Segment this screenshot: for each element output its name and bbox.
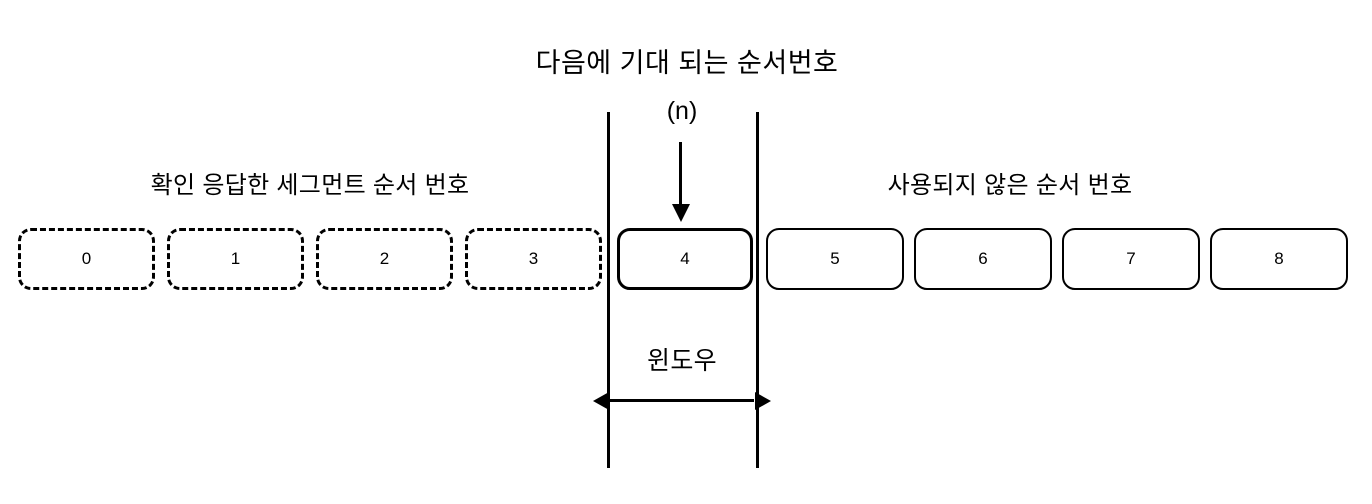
next-expected-pointer-arrow-icon xyxy=(679,142,682,204)
segment-box-5: 5 xyxy=(766,228,904,290)
unused-sequence-numbers-label: 사용되지 않은 순서 번호 xyxy=(887,172,1133,199)
segment-box-0: 0 xyxy=(18,228,155,290)
window-right-boundary-line xyxy=(756,112,759,468)
segment-box-7: 7 xyxy=(1062,228,1200,290)
segment-box-3: 3 xyxy=(465,228,602,290)
segment-box-6: 6 xyxy=(914,228,1052,290)
segment-box-8: 8 xyxy=(1210,228,1348,290)
acknowledged-segments-label: 확인 응답한 세그먼트 순서 번호 xyxy=(150,172,470,199)
segment-box-4-current: 4 xyxy=(617,228,753,290)
segment-box-2: 2 xyxy=(316,228,453,290)
diagram-title: 다음에 기대 되는 순서번호 xyxy=(535,48,839,78)
window-left-boundary-line xyxy=(607,112,610,468)
window-label: 윈도우 xyxy=(647,347,717,375)
segment-box-1: 1 xyxy=(167,228,304,290)
next-expected-variable-label: (n) xyxy=(666,97,698,125)
window-width-double-arrow-icon xyxy=(610,399,754,402)
